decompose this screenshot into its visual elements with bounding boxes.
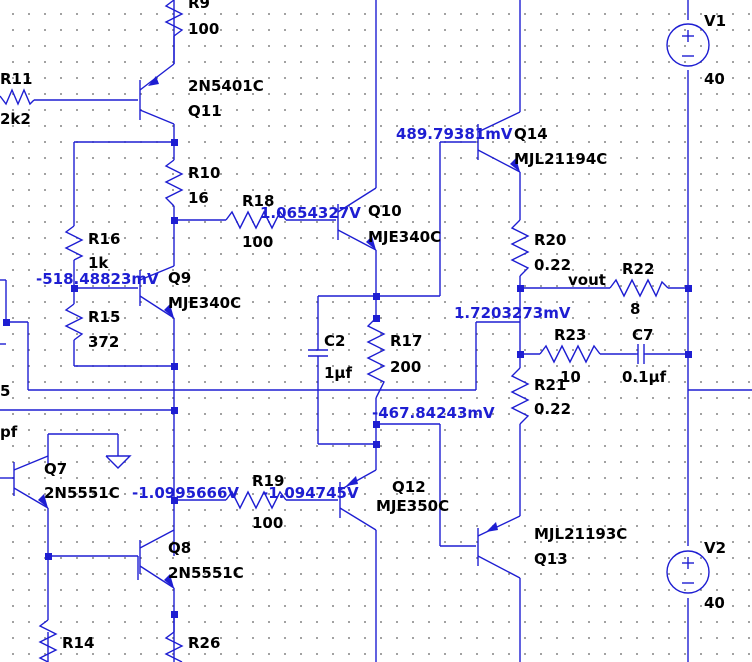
r16-name: R16	[88, 230, 120, 248]
transistor-q13-symbol	[477, 515, 521, 579]
resistor-r19-symbol	[225, 490, 287, 510]
q11-name: Q11	[188, 102, 222, 120]
r10-value: 16	[188, 189, 209, 207]
resistor-r10-symbol	[164, 159, 184, 207]
q14-name: Q14	[514, 125, 548, 143]
left-partial-pf: pf	[0, 423, 18, 441]
r15-value: 372	[88, 333, 119, 351]
r20-name: R20	[534, 231, 566, 249]
vout-label: vout	[568, 271, 606, 289]
voltage-source-v1-symbol	[666, 23, 710, 67]
resistor-r14-symbol	[38, 619, 58, 662]
r19-value: 100	[252, 514, 283, 532]
q9-name: Q9	[168, 269, 191, 287]
resistor-r21-symbol	[510, 367, 530, 425]
r11-value: 2k2	[0, 110, 31, 128]
q7-model: 2N5551C	[44, 484, 120, 502]
c7-value: 0.1µf	[622, 368, 667, 386]
voltage-out-node: 1.7203273mV	[454, 304, 571, 322]
transistor-q11-symbol	[139, 63, 175, 125]
voltage-q12-base: -1.094745V	[262, 484, 359, 502]
r17-name: R17	[390, 332, 422, 350]
q10-name: Q10	[368, 202, 402, 220]
resistor-r18-symbol	[225, 210, 287, 230]
resistor-r26-symbol	[164, 631, 184, 662]
voltage-q8-collector: -1.0995666V	[132, 484, 239, 502]
voltage-q9-node: -518.48823mV	[36, 270, 159, 288]
resistor-r15-symbol	[64, 303, 84, 341]
c7-name: C7	[632, 326, 653, 344]
q7-name: Q7	[44, 460, 67, 478]
resistor-r16-symbol	[64, 225, 84, 261]
r19-name: R19	[252, 472, 284, 490]
q11-model: 2N5401C	[188, 77, 264, 95]
voltage-source-v2-symbol	[666, 550, 710, 594]
transistor-q14-symbol	[477, 111, 521, 173]
q8-model: 2N5551C	[168, 564, 244, 582]
voltage-q14-base: 489.79381mV	[396, 125, 513, 143]
resistor-r9-symbol	[164, 0, 184, 64]
v2-value: 40	[704, 594, 725, 612]
r26-name: R26	[188, 634, 220, 652]
r23-name: R23	[554, 326, 586, 344]
q14-model: MJL21194C	[514, 150, 607, 168]
r18-value: 100	[242, 233, 273, 251]
transistor-q10-symbol	[337, 187, 377, 251]
r21-name: R21	[534, 376, 566, 394]
q10-model: MJE340C	[368, 228, 441, 246]
r20-value: 0.22	[534, 256, 571, 274]
r18-name: R18	[242, 192, 274, 210]
r10-name: R10	[188, 164, 220, 182]
q13-name: Q13	[534, 550, 568, 568]
capacitor-c7-symbol	[636, 344, 646, 364]
r15-name: R15	[88, 308, 120, 326]
resistor-r23-symbol	[539, 344, 601, 364]
left-partial-5: 5	[0, 382, 10, 400]
capacitor-c2-symbol	[308, 346, 328, 358]
q8-name: Q8	[168, 539, 191, 557]
resistor-r20-symbol	[510, 219, 530, 277]
resistor-r17-symbol	[366, 317, 386, 399]
q12-name: Q12	[392, 478, 426, 496]
r9-value: 100	[188, 20, 219, 38]
q12-model: MJE350C	[376, 497, 449, 515]
transistor-q12-symbol	[339, 469, 377, 531]
ground-symbol	[105, 455, 132, 469]
voltage-q12-emitter: -467.84243mV	[372, 404, 495, 422]
transistor-q7-symbol	[13, 455, 49, 509]
r14-name: R14	[62, 634, 94, 652]
r16-value: 1k	[88, 254, 109, 272]
voltage-q10-base: 1.0654327V	[260, 204, 361, 222]
v2-name: V2	[704, 539, 726, 557]
transistor-q9-symbol	[139, 265, 175, 319]
resistor-r22-symbol	[609, 278, 669, 298]
transistor-q8-symbol	[139, 529, 175, 614]
v1-value: 40	[704, 70, 725, 88]
v1-name: V1	[704, 12, 726, 30]
c2-name: C2	[324, 332, 345, 350]
resistor-r11-symbol	[0, 88, 35, 106]
r21-value: 0.22	[534, 400, 571, 418]
junctions	[3, 139, 692, 618]
q13-model: MJL21193C	[534, 525, 627, 543]
r11-name: R11	[0, 70, 32, 88]
r22-value: 8	[630, 300, 640, 318]
q9-model: MJE340C	[168, 294, 241, 312]
r22-name: R22	[622, 260, 654, 278]
c2-value: 1µf	[324, 364, 352, 382]
r9-name: R9	[188, 0, 210, 12]
r23-value: 10	[560, 368, 581, 386]
r17-value: 200	[390, 358, 421, 376]
